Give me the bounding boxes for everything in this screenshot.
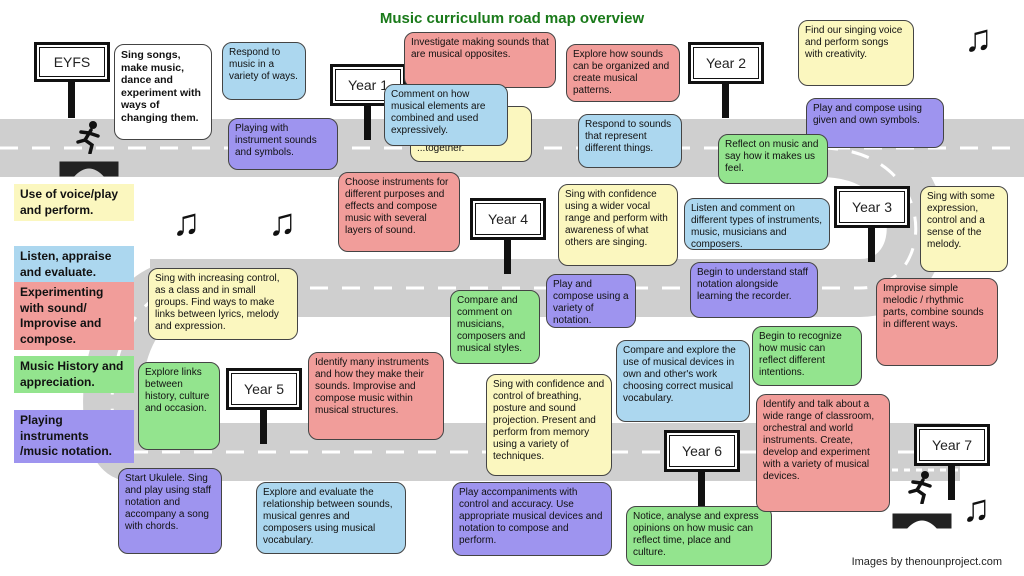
start-bridge xyxy=(59,161,119,177)
bubble-y5-links: Explore links between history, culture a… xyxy=(138,362,220,450)
bubble-y4-play: Play and compose using a variety of nota… xyxy=(546,274,636,328)
bubble-y5-identify: Identify many instruments and how they m… xyxy=(308,352,444,440)
legend-instruments: Playing instruments /music notation. xyxy=(14,410,134,463)
sign-year-7: Year 7 xyxy=(914,424,990,500)
music-note-icon: ♫ xyxy=(172,202,201,244)
sign-label: Year 3 xyxy=(834,186,910,228)
bubble-y6-play: Play accompaniments with control and acc… xyxy=(452,482,612,556)
legend-history: Music History and appreciation. xyxy=(14,356,134,394)
sign-label: Year 2 xyxy=(688,42,764,84)
bubble-y3-listen: Listen and comment on different types of… xyxy=(684,198,830,250)
bubble-eyfs-sing: Sing songs, make music, dance and experi… xyxy=(114,44,212,140)
finish-bridge xyxy=(892,513,952,529)
bubble-y4-choose: Choose instruments for different purpose… xyxy=(338,172,460,252)
sign-post xyxy=(504,240,511,274)
sign-post xyxy=(68,82,75,118)
sign-post xyxy=(698,472,705,506)
legend-compose: Experimenting with sound/ Improvise and … xyxy=(14,282,134,351)
bubble-y5-evaluate: Explore and evaluate the relationship be… xyxy=(256,482,406,554)
sign-year-4: Year 4 xyxy=(470,198,546,274)
sign-label: Year 6 xyxy=(664,430,740,472)
runner-icon xyxy=(76,121,100,154)
bubble-y4-compare: Compare and comment on musicians, compos… xyxy=(450,290,540,364)
bubble-y2-play: Play and compose using given and own sym… xyxy=(806,98,944,148)
bubble-y3-recognize: Begin to recognize how music can reflect… xyxy=(752,326,862,386)
sign-label: Year 5 xyxy=(226,368,302,410)
bubble-y3-sing: Sing with some expression, control and a… xyxy=(920,186,1008,272)
sign-label: EYFS xyxy=(34,42,110,82)
sign-year-5: Year 5 xyxy=(226,368,302,444)
bubble-y1-play: Playing with instrument sounds and symbo… xyxy=(228,118,338,170)
bubble-y2-reflect: Reflect on music and say how it makes us… xyxy=(718,134,828,184)
bubble-y3-staff: Begin to understand staff notation along… xyxy=(690,262,818,318)
bubble-y4-sing: Sing with confidence using a wider vocal… xyxy=(558,184,678,266)
sign-post xyxy=(868,228,875,262)
sign-label: Year 4 xyxy=(470,198,546,240)
bubble-y2-respond: Respond to sounds that represent differe… xyxy=(578,114,682,168)
image-credit: Images by thenounproject.com xyxy=(851,556,1002,568)
bubble-y6-sing: Sing with confidence and control of brea… xyxy=(486,374,612,476)
bubble-y2-explore: Explore how sounds can be organized and … xyxy=(566,44,680,102)
bubble-y6-notice: Notice, analyse and express opinions on … xyxy=(626,506,772,566)
sign-eyfs: EYFS xyxy=(34,42,110,118)
sign-post xyxy=(722,84,729,118)
bubble-y2-singing: Find our singing voice and perform songs… xyxy=(798,20,914,86)
sign-label: Year 7 xyxy=(914,424,990,466)
page-title: Music curriculum road map overview xyxy=(379,10,645,27)
sign-year-6: Year 6 xyxy=(664,430,740,506)
bubble-y1-respond: Respond to music in a variety of ways. xyxy=(222,42,306,100)
music-note-icon: ♫ xyxy=(962,488,991,530)
sign-year-2: Year 2 xyxy=(688,42,764,118)
bubble-y7-identify: Identify and talk about a wide range of … xyxy=(756,394,890,512)
bubble-y5-ukulele: Start Ukulele. Sing and play using staff… xyxy=(118,468,222,554)
bubble-y5-sing: Sing with increasing control, as a class… xyxy=(148,268,298,340)
bubble-y1-investigate: Investigate making sounds that are music… xyxy=(404,32,556,88)
sign-post xyxy=(260,410,267,444)
bubble-y3-improvise: Improvise simple melodic / rhythmic part… xyxy=(876,278,998,366)
legend-voice: Use of voice/play and perform. xyxy=(14,184,134,222)
sign-post xyxy=(364,106,371,140)
sign-year-3: Year 3 xyxy=(834,186,910,262)
bubble-y1-comment: Comment on how musical elements are comb… xyxy=(384,84,508,146)
legend-listen: Listen, appraise and evaluate. xyxy=(14,246,134,284)
music-note-icon: ♫ xyxy=(268,202,297,244)
runner-icon xyxy=(908,471,932,504)
music-note-icon: ♫ xyxy=(964,18,993,60)
sign-post xyxy=(948,466,955,500)
bubble-y6-compare: Compare and explore the use of musical d… xyxy=(616,340,750,422)
